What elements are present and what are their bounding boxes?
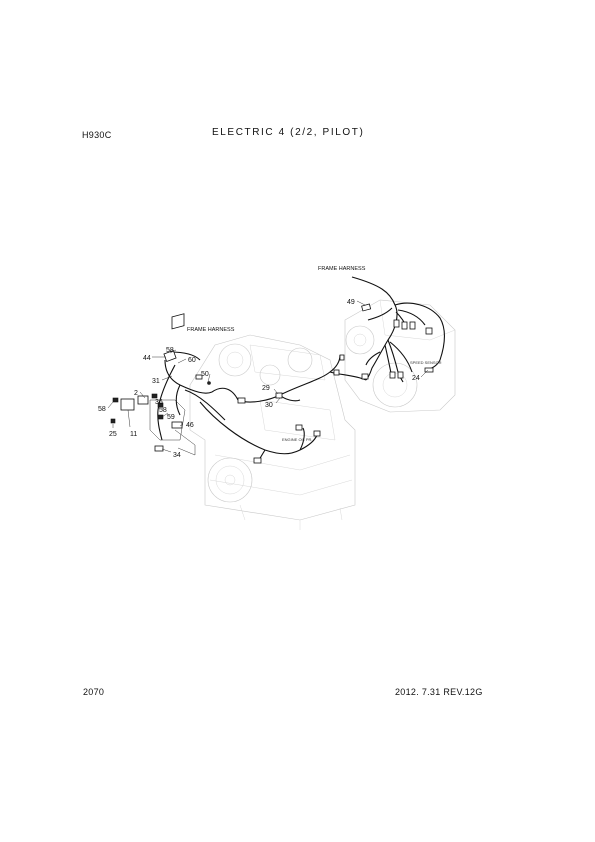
callout-36: 36 bbox=[155, 399, 163, 406]
caption-frame-harness-lower: FRAME HARNESS bbox=[187, 327, 235, 333]
callout-11: 11 bbox=[130, 431, 137, 438]
caption-speed-sensor: SPEED SENSOR bbox=[410, 360, 442, 365]
callout-30: 30 bbox=[265, 402, 273, 409]
callout-46: 46 bbox=[186, 422, 194, 429]
callout-24: 24 bbox=[412, 375, 420, 382]
page-title: ELECTRIC 4 (2/2, PILOT) bbox=[212, 127, 365, 138]
callout-34: 34 bbox=[173, 452, 181, 459]
callout-59: 59 bbox=[167, 414, 175, 421]
callout-58-top: 58 bbox=[166, 347, 174, 354]
engine-outline bbox=[189, 299, 456, 530]
callout-2: 2 bbox=[134, 390, 138, 397]
callout-29: 29 bbox=[262, 385, 270, 392]
callout-50: 50 bbox=[201, 371, 209, 378]
caption-frame-harness-upper: FRAME HARNESS bbox=[318, 266, 366, 272]
caption-engine-oil-pressure: ENGINE OIL PR. bbox=[282, 437, 313, 442]
revision-date: 2012. 7.31 REV.12G bbox=[395, 687, 483, 697]
callout-labels: 49 24 58 44 60 50 31 2 58 36 58 59 46 25… bbox=[98, 299, 420, 459]
model-code: H930C bbox=[82, 130, 112, 140]
callout-49: 49 bbox=[347, 299, 355, 306]
wire-harness bbox=[157, 276, 446, 463]
callout-58-mid: 58 bbox=[159, 407, 167, 414]
callout-31: 31 bbox=[152, 378, 160, 385]
callout-58-left: 58 bbox=[98, 406, 106, 413]
callout-44: 44 bbox=[143, 355, 151, 362]
leader-lines bbox=[107, 300, 429, 453]
callout-60: 60 bbox=[188, 357, 196, 364]
callout-25: 25 bbox=[109, 431, 117, 438]
page-number: 2070 bbox=[83, 687, 105, 697]
connectors bbox=[110, 303, 434, 464]
